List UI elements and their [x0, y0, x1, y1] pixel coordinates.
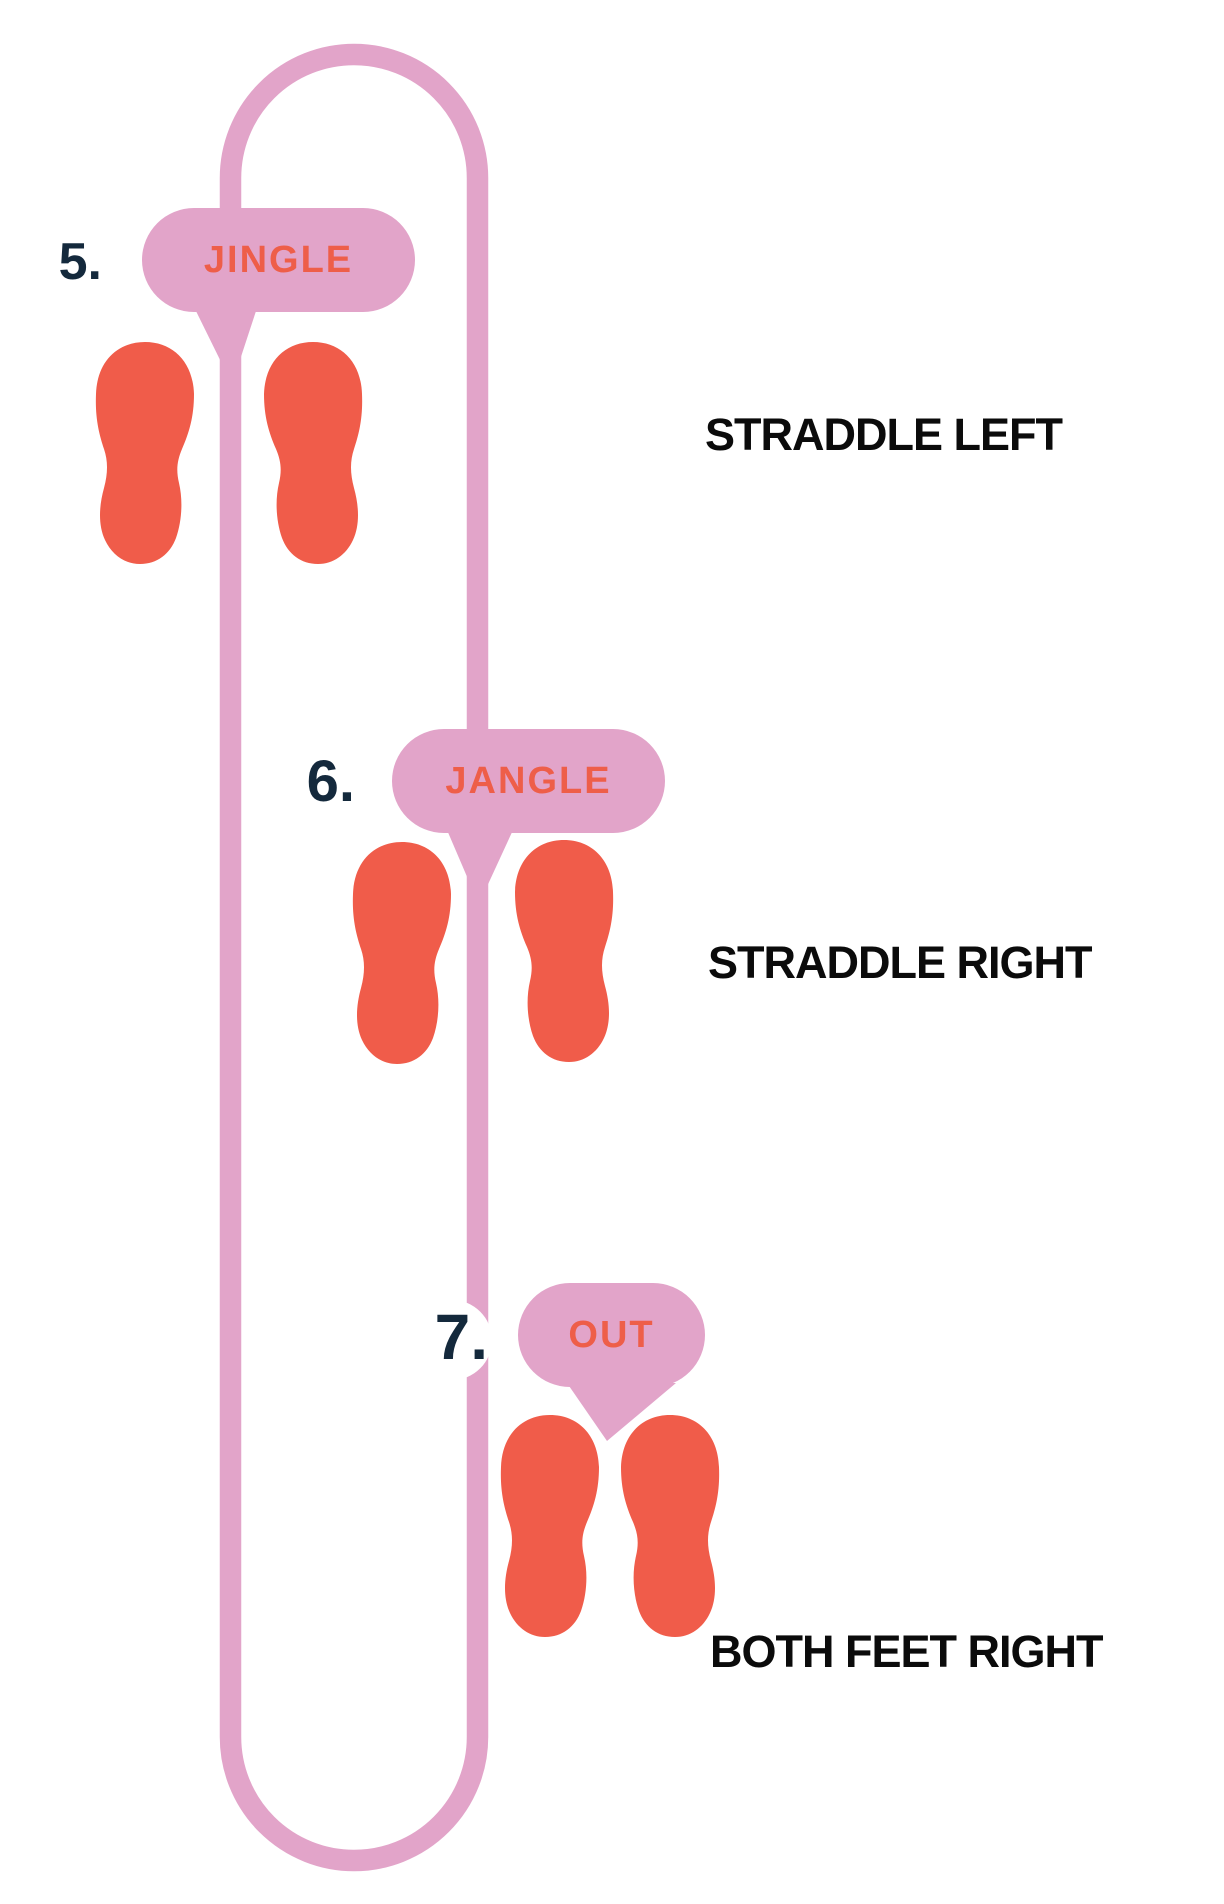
straddle-right-label: STRADDLE RIGHT	[708, 937, 1092, 988]
jingle-bubble-label: JINGLE	[203, 239, 354, 281]
jingle-bubble-shape	[142, 208, 415, 372]
step-7-marker-circle	[412, 1300, 492, 1380]
step-number-7: 7.	[434, 1301, 488, 1373]
both-feet-right-label: BOTH FEET RIGHT	[710, 1626, 1103, 1677]
step-number-6: 6.	[306, 749, 355, 814]
footprint-step6-right	[515, 840, 614, 1062]
footprint-step5-right	[264, 342, 363, 564]
out-bubble-shape	[518, 1283, 705, 1441]
rope-path-loop	[219, 43, 489, 1872]
jangle-bubble-shape	[392, 729, 665, 893]
jangle-bubble-label: JANGLE	[445, 760, 612, 802]
footprint-step5-left	[95, 342, 194, 564]
footprint-step7-left	[500, 1415, 599, 1637]
step-number-5: 5.	[58, 233, 102, 291]
out-bubble-label: OUT	[568, 1314, 655, 1356]
footprint-step6-left	[352, 842, 451, 1064]
straddle-left-label: STRADDLE LEFT	[705, 409, 1063, 460]
footprint-step7-right	[621, 1415, 720, 1637]
